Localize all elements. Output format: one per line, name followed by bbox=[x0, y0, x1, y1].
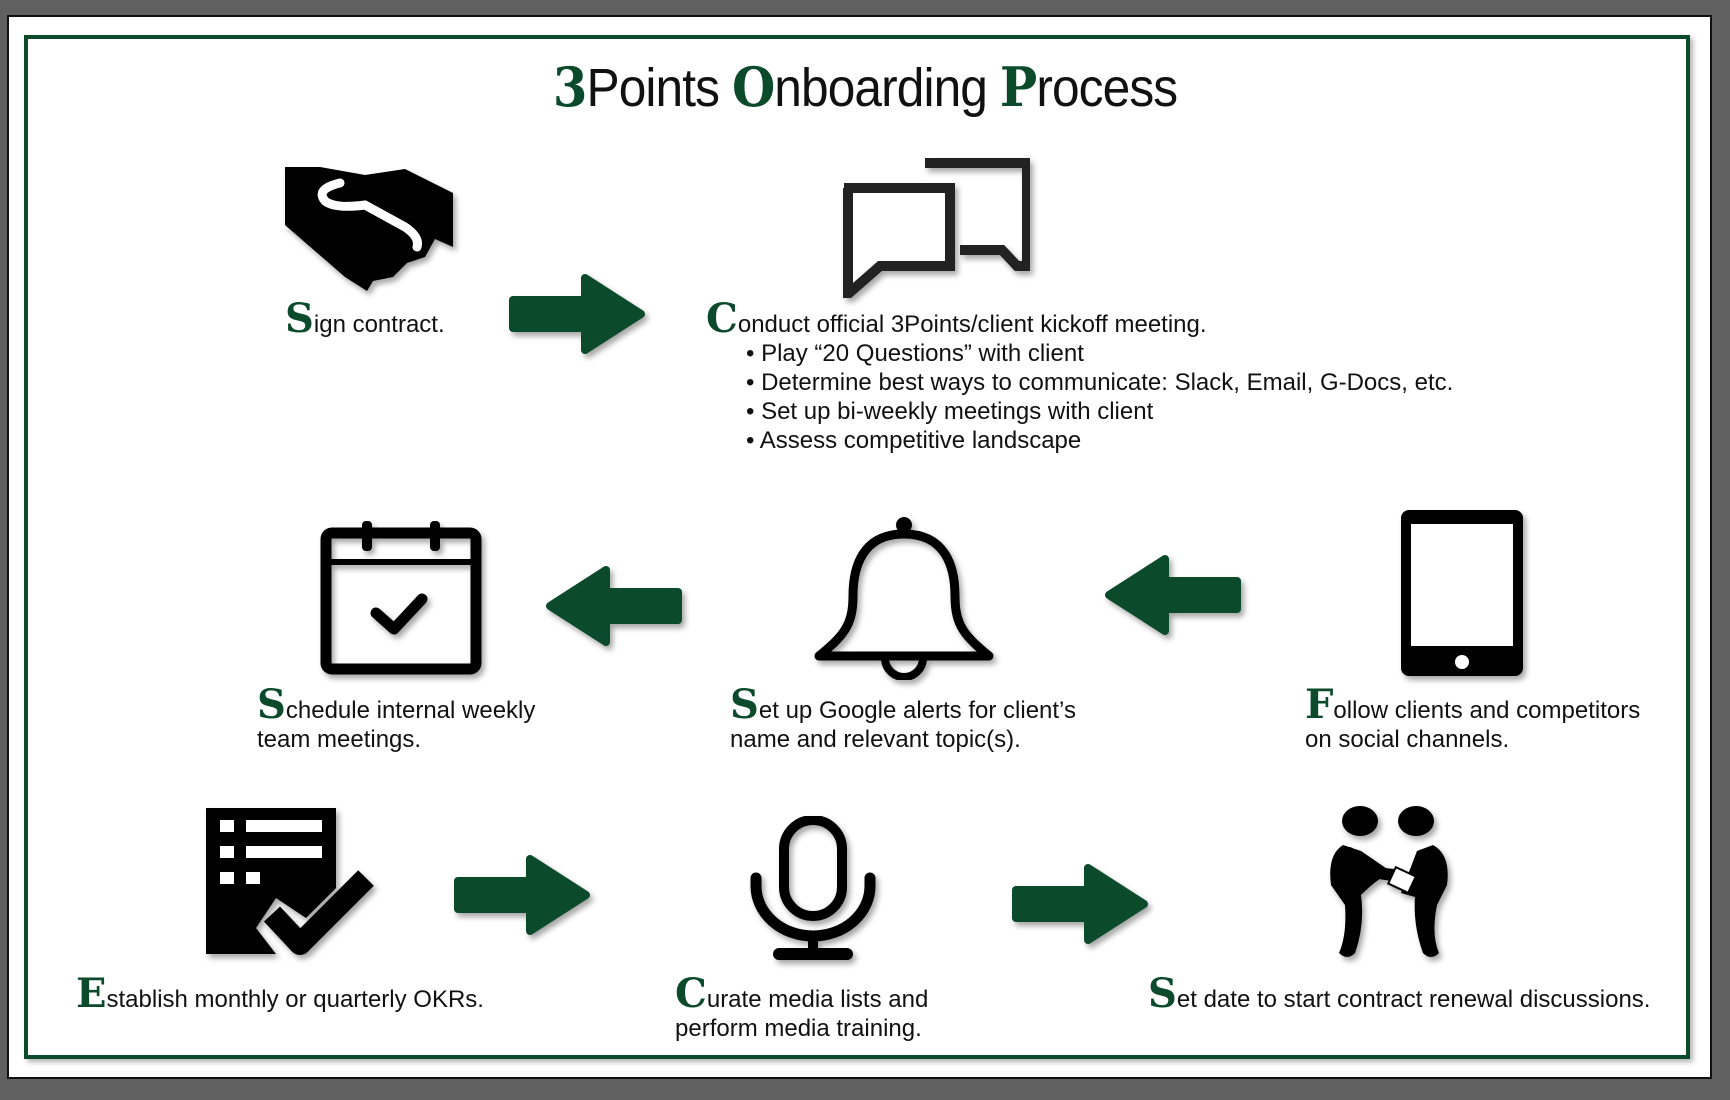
step-initial: C bbox=[706, 295, 738, 342]
step-initial: S bbox=[285, 295, 314, 342]
arrow-right-icon bbox=[1012, 864, 1148, 944]
step-initial: C bbox=[675, 970, 707, 1017]
arrow-right-icon bbox=[454, 855, 590, 935]
step-text-line2: name and relevant topic(s). bbox=[730, 726, 1021, 753]
step-initial: S bbox=[1148, 970, 1177, 1017]
step-sign: Sign contract. bbox=[285, 299, 445, 339]
title-accent: P bbox=[999, 55, 1037, 119]
step-text: onduct official 3Points/client kickoff m… bbox=[737, 311, 1207, 338]
step-text: stablish monthly or quarterly OKRs. bbox=[106, 986, 484, 1013]
step-text: ign contract. bbox=[313, 311, 445, 338]
step-text: et up Google alerts for client’s bbox=[758, 697, 1076, 724]
tablet-icon bbox=[1401, 510, 1523, 676]
checklist-icon bbox=[206, 808, 374, 955]
step-text-line2: team meetings. bbox=[257, 726, 422, 753]
step-curate: Curate media lists and perform media tra… bbox=[675, 974, 929, 1043]
bullet-item: • Set up bi-weekly meetings with client bbox=[746, 398, 1154, 425]
step-schedule: Schedule internal weekly team meetings. bbox=[257, 685, 536, 754]
step-text-line2: perform media training. bbox=[675, 1015, 922, 1042]
step-text: urate media lists and bbox=[706, 986, 929, 1013]
step-alerts: Set up Google alerts for client’s name a… bbox=[730, 685, 1076, 754]
step-initial: S bbox=[730, 681, 759, 728]
step-text-line2: on social channels. bbox=[1305, 726, 1510, 753]
step-text: ollow clients and competitors bbox=[1333, 697, 1641, 724]
chat-bubbles-icon bbox=[843, 158, 1030, 298]
step-initial: F bbox=[1305, 681, 1334, 728]
step-initial: S bbox=[257, 681, 286, 728]
diagram-title: 3Points Onboarding Process bbox=[69, 55, 1661, 119]
arrow-right-icon bbox=[509, 274, 645, 354]
people-exchange-icon bbox=[1330, 806, 1448, 957]
step-follow: Follow clients and competitors on social… bbox=[1305, 685, 1641, 754]
title-text: rocess bbox=[1036, 58, 1178, 118]
arrow-left-icon bbox=[546, 566, 682, 646]
step-initial: E bbox=[76, 970, 107, 1017]
microphone-icon bbox=[750, 816, 876, 960]
step-okrs: Establish monthly or quarterly OKRs. bbox=[76, 974, 484, 1014]
step-text: et date to start contract renewal discus… bbox=[1176, 986, 1651, 1013]
step-renewal: Set date to start contract renewal discu… bbox=[1148, 974, 1651, 1014]
bullet-item: • Play “20 Questions” with client bbox=[746, 340, 1084, 367]
title-accent: 3 bbox=[552, 55, 588, 119]
bullet-item: • Determine best ways to communicate: Sl… bbox=[746, 369, 1454, 396]
arrow-left-icon bbox=[1105, 555, 1241, 635]
diagram-frame bbox=[24, 35, 1690, 1059]
title-text: nboarding bbox=[774, 58, 1000, 118]
step-conduct: Conduct official 3Points/client kickoff … bbox=[706, 299, 1454, 455]
calendar-check-icon bbox=[320, 521, 482, 675]
bullet-item: • Assess competitive landscape bbox=[746, 427, 1082, 454]
bell-icon bbox=[814, 517, 994, 680]
handshake-icon bbox=[285, 167, 453, 291]
title-text: Points bbox=[586, 58, 732, 118]
step-text: chedule internal weekly bbox=[285, 697, 536, 724]
title-accent: O bbox=[731, 55, 775, 119]
